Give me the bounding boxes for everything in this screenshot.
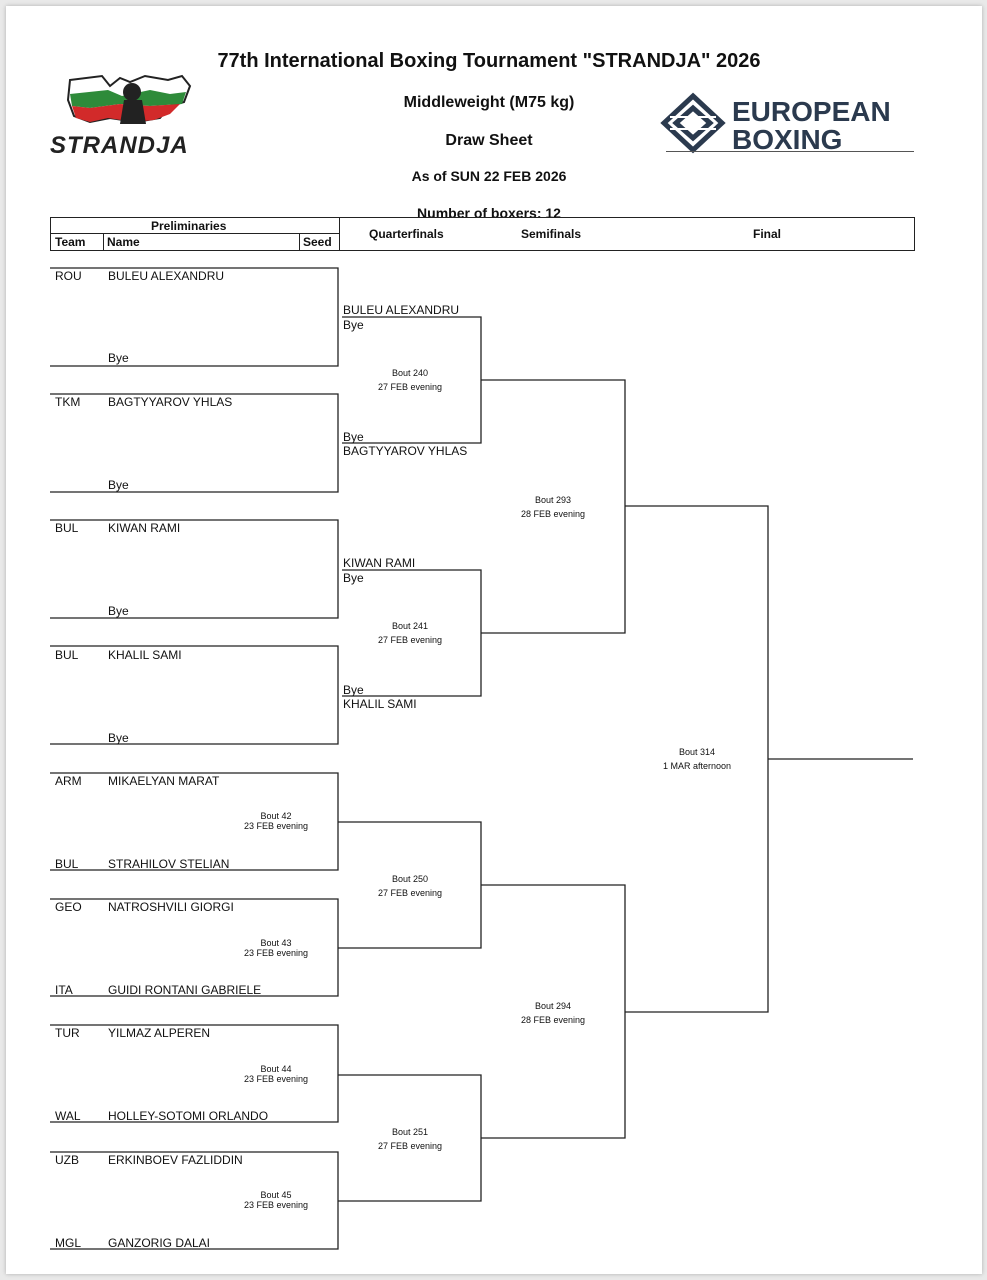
final-bout-314: Bout 314 1 MAR afternoon bbox=[637, 745, 757, 773]
prelim-10-team: BUL bbox=[55, 857, 79, 871]
qf-2-top-sub: Bye bbox=[343, 571, 364, 585]
prelim-1-team: ROU bbox=[55, 269, 82, 283]
prelim-1-name: BULEU ALEXANDRU bbox=[108, 269, 225, 283]
bout-number: Bout 43 bbox=[260, 938, 292, 948]
tournament-title: 77th International Boxing Tournament "ST… bbox=[217, 50, 761, 72]
prelim-12-team: ITA bbox=[55, 983, 73, 997]
header-rule bbox=[666, 151, 914, 152]
bout-number: Bout 42 bbox=[260, 811, 292, 821]
qf-bout-251: Bout 251 27 FEB evening bbox=[350, 1125, 470, 1153]
sheet-name: Draw Sheet bbox=[445, 132, 533, 149]
bout-time: 28 FEB evening bbox=[520, 509, 586, 519]
bout-number: Bout 250 bbox=[391, 874, 429, 884]
as-of-date: As of SUN 22 FEB 2026 bbox=[411, 168, 567, 184]
prelim-5-name: KIWAN RAMI bbox=[108, 521, 181, 535]
sf-bout-294: Bout 294 28 FEB evening bbox=[493, 999, 613, 1027]
prelim-4-name: Bye bbox=[108, 478, 129, 492]
qf-bout-240: Bout 240 27 FEB evening bbox=[350, 366, 470, 394]
strandja-wordmark: STRANDJA bbox=[50, 132, 189, 159]
strandja-logo bbox=[66, 74, 192, 124]
prelim-15-team: UZB bbox=[55, 1153, 79, 1167]
european-boxing-wordmark: EUROPEAN BOXING bbox=[732, 98, 891, 154]
sf-bout-293: Bout 293 28 FEB evening bbox=[493, 493, 613, 521]
prelim-7-team: BUL bbox=[55, 648, 79, 662]
prelim-12-name: GUIDI RONTANI GABRIELE bbox=[108, 983, 262, 997]
bout-time: 23 FEB evening bbox=[243, 1200, 309, 1210]
bout-time: 23 FEB evening bbox=[243, 1074, 309, 1084]
prelim-13-team: TUR bbox=[55, 1026, 80, 1040]
column-header-bar: Preliminaries Team Name Seed Quarterfina… bbox=[50, 217, 915, 251]
prelim-bout-45: Bout 45 23 FEB evening bbox=[216, 1190, 336, 1210]
prelim-5-team: BUL bbox=[55, 521, 79, 535]
bout-time: 23 FEB evening bbox=[243, 948, 309, 958]
final-header: Final bbox=[753, 227, 782, 241]
prelim-bout-43: Bout 43 23 FEB evening bbox=[216, 938, 336, 958]
qf-2-bot-name: KHALIL SAMI bbox=[343, 697, 417, 711]
prelim-14-name: HOLLEY-SOTOMI ORLANDO bbox=[108, 1109, 269, 1123]
prelim-7-name: KHALIL SAMI bbox=[108, 648, 182, 662]
quarterfinals-header: Quarterfinals bbox=[369, 227, 444, 241]
prelim-9-team: ARM bbox=[55, 774, 82, 788]
brand-line-1: EUROPEAN bbox=[732, 96, 891, 127]
qf-2-top-name: KIWAN RAMI bbox=[343, 556, 416, 570]
qf-1-bot-name: BAGTYYAROV YHLAS bbox=[343, 444, 468, 458]
qf-1-bot-sub: Bye bbox=[343, 430, 364, 444]
team-header: Team bbox=[55, 235, 86, 249]
bout-time: 23 FEB evening bbox=[243, 821, 309, 831]
bout-number: Bout 241 bbox=[391, 621, 429, 631]
qf-bout-250: Bout 250 27 FEB evening bbox=[350, 872, 470, 900]
prelim-bout-42: Bout 42 23 FEB evening bbox=[216, 811, 336, 831]
weight-class: Middleweight (M75 kg) bbox=[403, 94, 575, 111]
prelim-bout-44: Bout 44 23 FEB evening bbox=[216, 1064, 336, 1084]
prelim-9-name: MIKAELYAN MARAT bbox=[108, 774, 220, 788]
bout-time: 1 MAR afternoon bbox=[662, 761, 732, 771]
name-header: Name bbox=[107, 235, 140, 249]
bout-number: Bout 45 bbox=[260, 1190, 292, 1200]
bout-number: Bout 44 bbox=[260, 1064, 292, 1074]
bracket-lines bbox=[50, 267, 913, 1250]
prelim-3-team: TKM bbox=[55, 395, 81, 409]
bout-number: Bout 314 bbox=[678, 747, 716, 757]
preliminaries-header: Preliminaries bbox=[151, 219, 227, 233]
bout-number: Bout 294 bbox=[534, 1001, 572, 1011]
seed-header: Seed bbox=[303, 235, 332, 249]
prelim-6-name: Bye bbox=[108, 604, 129, 618]
qf-2-bot-sub: Bye bbox=[343, 683, 364, 697]
brand-line-2: BOXING bbox=[732, 124, 843, 155]
prelim-11-team: GEO bbox=[55, 900, 82, 914]
prelim-8-name: Bye bbox=[108, 731, 129, 745]
prelim-14-team: WAL bbox=[55, 1109, 81, 1123]
prelim-16-team: MGL bbox=[55, 1236, 82, 1250]
prelim-16-name: GANZORIG DALAI bbox=[108, 1236, 211, 1250]
bout-time: 27 FEB evening bbox=[377, 635, 443, 645]
bout-time: 27 FEB evening bbox=[377, 888, 443, 898]
bout-time: 28 FEB evening bbox=[520, 1015, 586, 1025]
prelim-11-name: NATROSHVILI GIORGI bbox=[108, 900, 234, 914]
prelim-3-name: BAGTYYAROV YHLAS bbox=[108, 395, 233, 409]
prelim-10-name: STRAHILOV STELIAN bbox=[108, 857, 230, 871]
draw-sheet-page: STRANDJA EUROPEAN BOXING 77th Internatio… bbox=[6, 6, 982, 1274]
qf-1-top-name: BULEU ALEXANDRU bbox=[343, 303, 460, 317]
semifinals-header: Semifinals bbox=[521, 227, 582, 241]
european-boxing-logo-icon bbox=[660, 92, 726, 154]
bout-time: 27 FEB evening bbox=[377, 1141, 443, 1151]
bout-number: Bout 240 bbox=[391, 368, 429, 378]
prelim-13-name: YILMAZ ALPEREN bbox=[108, 1026, 211, 1040]
qf-1-top-sub: Bye bbox=[343, 318, 364, 332]
bout-number: Bout 293 bbox=[534, 495, 572, 505]
qf-bout-241: Bout 241 27 FEB evening bbox=[350, 619, 470, 647]
bout-time: 27 FEB evening bbox=[377, 382, 443, 392]
prelim-2-name: Bye bbox=[108, 351, 129, 365]
prelim-15-name: ERKINBOEV FAZLIDDIN bbox=[108, 1153, 243, 1167]
bout-number: Bout 251 bbox=[391, 1127, 429, 1137]
